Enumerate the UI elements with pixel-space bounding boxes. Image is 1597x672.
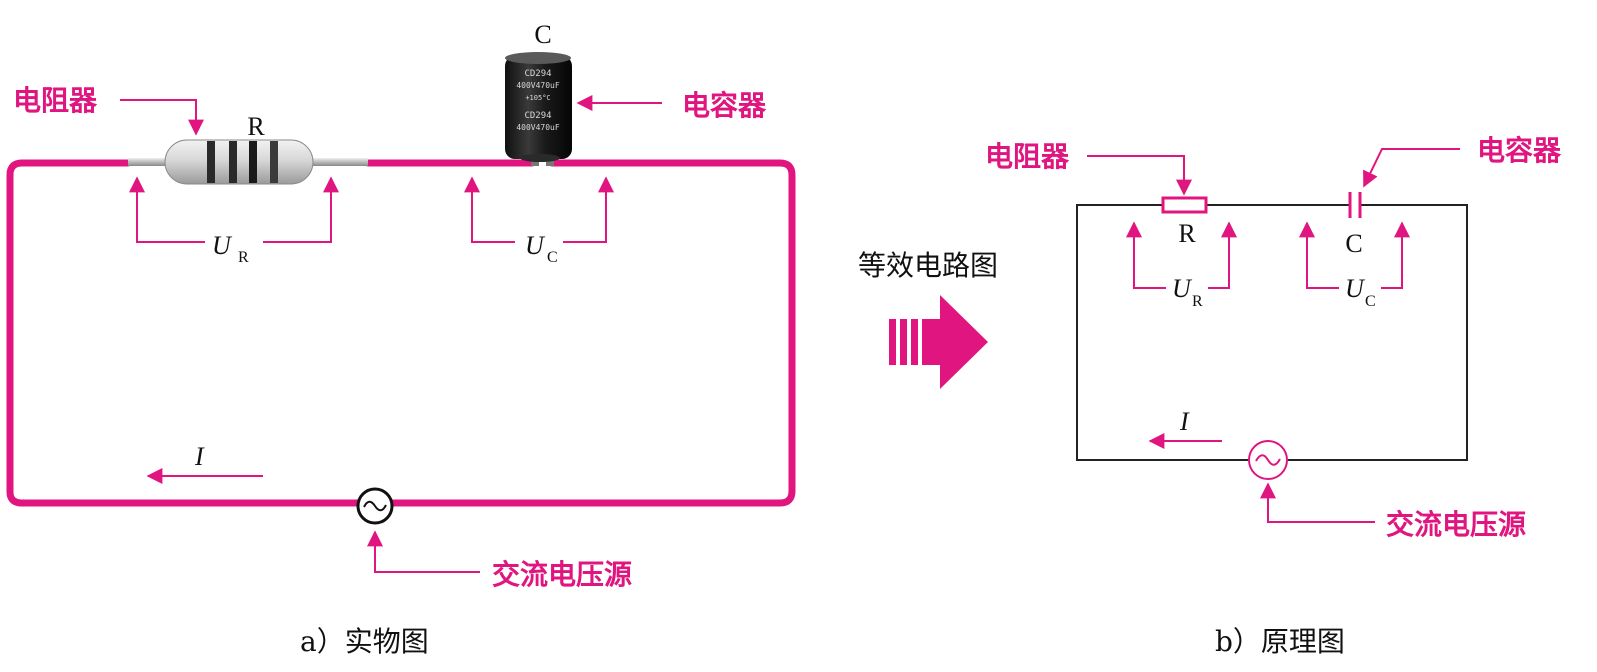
panel-b-schematic: R C 电阻器 电容器 U R U C I 交流电压源 b）原理图	[985, 134, 1562, 658]
resistor-callout-arrow-b	[1087, 155, 1192, 196]
uc-bracket-b	[1307, 223, 1402, 289]
equivalent-circuit-label: 等效电路图	[858, 249, 998, 282]
uc-symbol-b: U	[1345, 274, 1366, 303]
capacitor-symbol-b: C	[1345, 229, 1362, 258]
resistor-symbol-a: R	[247, 112, 265, 141]
capacitor-print-3: +105°C	[525, 94, 550, 102]
uc-bracket-a	[472, 178, 606, 243]
ur-subscript-a: R	[238, 249, 249, 266]
caption-b: b）原理图	[1215, 625, 1345, 658]
capacitor-symbol-a: C	[534, 20, 551, 49]
uc-symbol-a: U	[525, 231, 546, 260]
capacitor-print-5: 400V470uF	[516, 123, 560, 132]
source-callout-arrow-b	[1260, 482, 1375, 523]
capacitor-print-1: CD294	[524, 69, 551, 79]
big-arrow-icon	[889, 295, 988, 389]
capacitor-callout-arrow-b	[1363, 148, 1460, 188]
capacitor-symbol-plates-b	[1348, 192, 1362, 218]
resistor-component	[128, 139, 368, 185]
capacitor-print-4: CD294	[524, 111, 551, 121]
uc-subscript-b: C	[1365, 293, 1376, 310]
source-label-b: 交流电压源	[1386, 508, 1526, 541]
source-callout-arrow-a	[367, 530, 480, 573]
capacitor-component: CD294 400V470uF +105°C CD294 400V470uF	[505, 52, 572, 166]
panel-a-physical-circuit: CD294 400V470uF +105°C CD294 400V470uF R…	[6, 20, 796, 658]
capacitor-print-2: 400V470uF	[516, 81, 560, 90]
resistor-symbol-box-b	[1161, 196, 1208, 214]
circuit-b-wire	[1076, 204, 1468, 461]
source-label-a: 交流电压源	[492, 558, 632, 591]
caption-a: a）实物图	[300, 625, 429, 658]
capacitor-label-b: 电容器	[1477, 134, 1562, 167]
resistor-label-b: 电阻器	[985, 140, 1070, 173]
ur-bracket-b	[1134, 223, 1229, 289]
current-symbol-a: I	[194, 442, 205, 471]
capacitor-label-a: 电容器	[682, 89, 767, 122]
ur-symbol-b: U	[1172, 274, 1193, 303]
ur-symbol-a: U	[212, 231, 233, 260]
ac-source-symbol-b	[1248, 440, 1288, 480]
ac-source-symbol-a	[356, 487, 394, 525]
uc-subscript-a: C	[547, 249, 558, 266]
resistor-label-a: 电阻器	[13, 84, 98, 117]
circuit-a-wire	[6, 159, 796, 507]
ur-bracket-a	[137, 178, 331, 243]
resistor-callout-arrow-a	[120, 99, 204, 136]
equivalence-arrow-group: 等效电路图	[858, 249, 998, 389]
ur-subscript-b: R	[1192, 293, 1203, 310]
resistor-symbol-b: R	[1178, 219, 1196, 248]
current-symbol-b: I	[1179, 407, 1190, 436]
